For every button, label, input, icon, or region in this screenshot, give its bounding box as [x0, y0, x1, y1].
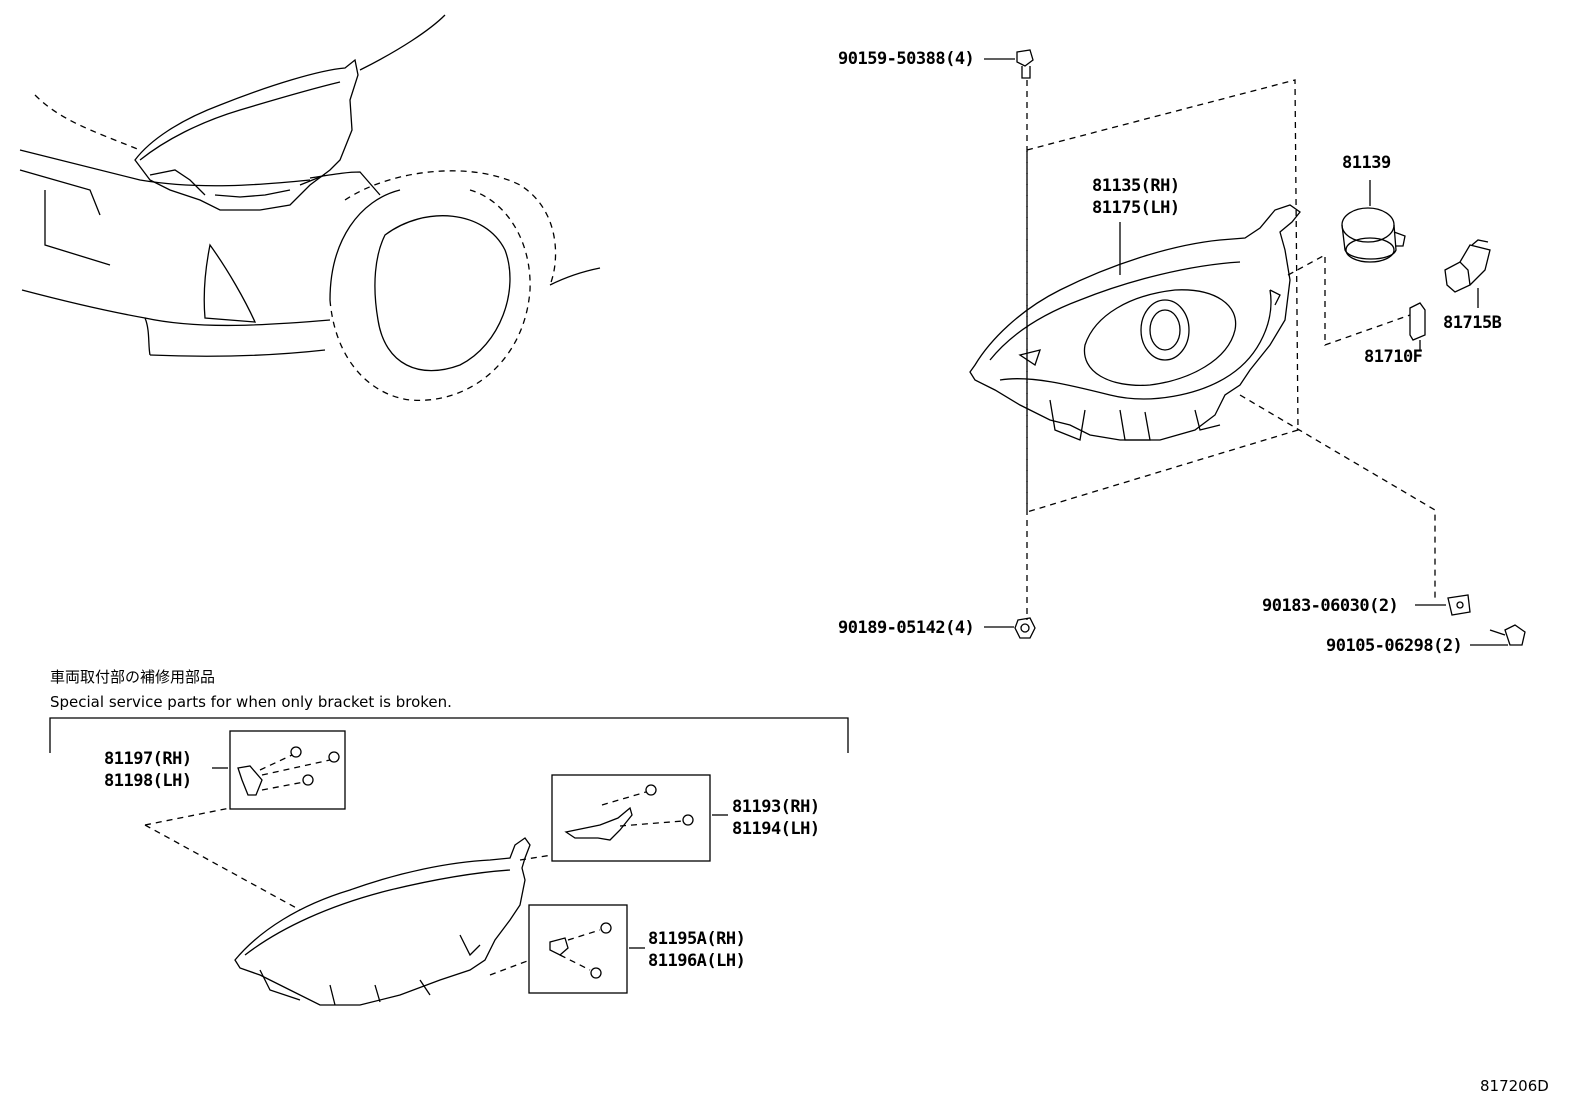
bracket-a-box [229, 730, 346, 810]
label-bracket-c-rh: 81195A(RH) [648, 929, 745, 949]
clip-icon [1415, 594, 1471, 616]
part-labels: 90159-50388(4) 90189-05142(4) 81135(RH) … [50, 49, 1549, 1095]
car-front-illustration [19, 14, 601, 401]
diagram-code: 817206D [1480, 1077, 1549, 1095]
bulb-part [1444, 239, 1491, 308]
bottom-nut-icon [984, 617, 1036, 639]
socket-part [1341, 180, 1406, 263]
label-bracket-b-rh: 81193(RH) [732, 797, 820, 817]
label-bracket-b-lh: 81194(LH) [732, 819, 820, 839]
top-bolt-icon [984, 49, 1034, 79]
small-bulb-part [1409, 302, 1426, 350]
bracket-service-parts [49, 717, 849, 1006]
label-bolt-top: 90159-50388(4) [838, 49, 974, 69]
label-bulb: 81715B [1443, 313, 1502, 333]
bracket-b-box [551, 774, 711, 862]
screw-icon [1470, 624, 1526, 646]
headlamp-assembly [969, 49, 1526, 646]
label-bulb-small: 81710F [1364, 347, 1423, 367]
label-socket: 81139 [1342, 153, 1391, 173]
label-headlamp-lh: 81175(LH) [1092, 198, 1180, 218]
label-screw: 90105-06298(2) [1326, 636, 1462, 656]
label-headlamp-rh: 81135(RH) [1092, 176, 1180, 196]
bracket-c-box [528, 904, 628, 994]
label-bracket-c-lh: 81196A(LH) [648, 951, 745, 971]
label-clip: 90183-06030(2) [1262, 596, 1398, 616]
label-bracket-a-rh: 81197(RH) [104, 749, 192, 769]
note-japanese: 車両取付部の補修用部品 [50, 668, 215, 686]
label-nut-bottom: 90189-05142(4) [838, 618, 974, 638]
label-bracket-a-lh: 81198(LH) [104, 771, 192, 791]
note-english: Special service parts for when only brac… [50, 693, 452, 711]
